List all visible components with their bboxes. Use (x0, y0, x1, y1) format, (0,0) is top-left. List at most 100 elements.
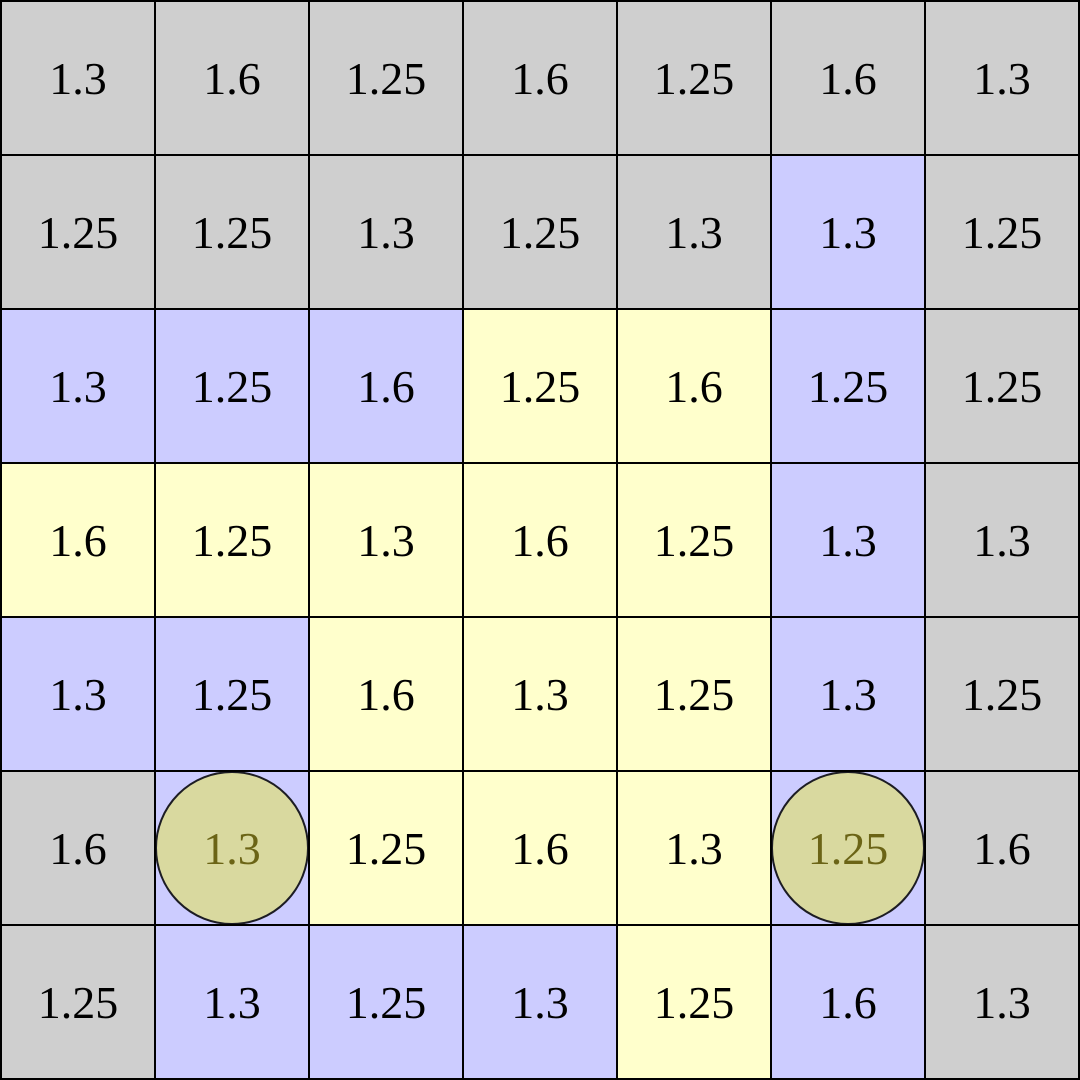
cell-value: 1.25 (961, 668, 1043, 720)
cell-value: 1.3 (49, 360, 107, 412)
cell-value: 1.25 (499, 360, 581, 412)
board-cell-r3-c4[interactable]: 1.25 (618, 464, 772, 618)
cell-value: 1.3 (511, 976, 569, 1028)
cell-value: 1.6 (49, 514, 107, 566)
cell-value: 1.3 (357, 206, 415, 258)
board-cell-r2-c1[interactable]: 1.25 (156, 310, 310, 464)
cell-value: 1.3 (511, 668, 569, 720)
board-cell-r0-c0[interactable]: 1.3 (2, 2, 156, 156)
board-cell-r0-c2[interactable]: 1.25 (310, 2, 464, 156)
board-cell-r0-c3[interactable]: 1.6 (464, 2, 618, 156)
cell-value: 1.25 (961, 360, 1043, 412)
cell-value: 1.6 (819, 52, 877, 104)
board-cell-r0-c4[interactable]: 1.25 (618, 2, 772, 156)
cell-value: 1.6 (819, 976, 877, 1028)
board-cell-r6-c3[interactable]: 1.3 (464, 926, 618, 1080)
board-cell-r2-c2[interactable]: 1.6 (310, 310, 464, 464)
board-cell-r4-c6[interactable]: 1.25 (926, 618, 1080, 772)
board-cell-r3-c3[interactable]: 1.6 (464, 464, 618, 618)
board-cell-r3-c1[interactable]: 1.25 (156, 464, 310, 618)
board-cell-r3-c2[interactable]: 1.3 (310, 464, 464, 618)
cell-value: 1.3 (819, 206, 877, 258)
board-cell-r5-c6[interactable]: 1.6 (926, 772, 1080, 926)
cell-value: 1.6 (511, 52, 569, 104)
game-piece[interactable] (155, 771, 309, 925)
cell-value: 1.25 (653, 976, 735, 1028)
cell-value: 1.3 (665, 822, 723, 874)
board-cell-r4-c5[interactable]: 1.3 (772, 618, 926, 772)
board-cell-r6-c6[interactable]: 1.3 (926, 926, 1080, 1080)
board-cell-r6-c2[interactable]: 1.25 (310, 926, 464, 1080)
board-cell-r5-c0[interactable]: 1.6 (2, 772, 156, 926)
cell-value: 1.25 (191, 206, 273, 258)
board-cell-r3-c6[interactable]: 1.3 (926, 464, 1080, 618)
cell-value: 1.6 (973, 822, 1031, 874)
game-piece[interactable] (771, 771, 925, 925)
board-cell-r1-c2[interactable]: 1.3 (310, 156, 464, 310)
board-cell-r6-c5[interactable]: 1.6 (772, 926, 926, 1080)
cell-value: 1.6 (357, 360, 415, 412)
cell-value: 1.25 (191, 668, 273, 720)
board-cell-r4-c1[interactable]: 1.25 (156, 618, 310, 772)
board-cell-r5-c1[interactable]: 1.3 (155, 771, 310, 926)
board-cell-r6-c1[interactable]: 1.3 (156, 926, 310, 1080)
cell-value: 1.25 (345, 976, 427, 1028)
board-cell-r1-c6[interactable]: 1.25 (926, 156, 1080, 310)
board-cell-r5-c5[interactable]: 1.25 (771, 771, 926, 926)
cell-value: 1.25 (37, 206, 119, 258)
board-cell-r6-c0[interactable]: 1.25 (2, 926, 156, 1080)
board-cell-r4-c0[interactable]: 1.3 (2, 618, 156, 772)
cell-value: 1.6 (203, 52, 261, 104)
board-cell-r2-c0[interactable]: 1.3 (2, 310, 156, 464)
board-cell-r2-c5[interactable]: 1.25 (772, 310, 926, 464)
board-cell-r3-c0[interactable]: 1.6 (2, 464, 156, 618)
board-cell-r4-c4[interactable]: 1.25 (618, 618, 772, 772)
board-cell-r5-c2[interactable]: 1.25 (310, 772, 464, 926)
cell-value: 1.6 (511, 822, 569, 874)
cell-value: 1.3 (49, 52, 107, 104)
board-cell-r1-c4[interactable]: 1.3 (618, 156, 772, 310)
cell-value: 1.3 (973, 514, 1031, 566)
board-cell-r0-c5[interactable]: 1.6 (772, 2, 926, 156)
board-cell-r6-c4[interactable]: 1.25 (618, 926, 772, 1080)
cell-value: 1.3 (665, 206, 723, 258)
cell-value: 1.25 (191, 514, 273, 566)
cell-value: 1.25 (191, 360, 273, 412)
cell-value: 1.3 (203, 976, 261, 1028)
cell-value: 1.6 (357, 668, 415, 720)
cell-value: 1.3 (973, 52, 1031, 104)
board-cell-r0-c1[interactable]: 1.6 (156, 2, 310, 156)
cell-value: 1.3 (49, 668, 107, 720)
cell-value: 1.6 (665, 360, 723, 412)
cell-value: 1.3 (973, 976, 1031, 1028)
board-cell-r5-c4[interactable]: 1.3 (618, 772, 772, 926)
cell-value: 1.25 (807, 360, 889, 412)
cell-value: 1.6 (49, 822, 107, 874)
board-cell-r1-c0[interactable]: 1.25 (2, 156, 156, 310)
board-cell-r0-c6[interactable]: 1.3 (926, 2, 1080, 156)
board-cell-r1-c5[interactable]: 1.3 (772, 156, 926, 310)
board-cell-r4-c3[interactable]: 1.3 (464, 618, 618, 772)
board-cell-r2-c4[interactable]: 1.6 (618, 310, 772, 464)
board-cell-r2-c6[interactable]: 1.25 (926, 310, 1080, 464)
board-cell-r3-c5[interactable]: 1.3 (772, 464, 926, 618)
board-cell-r2-c3[interactable]: 1.25 (464, 310, 618, 464)
cell-value: 1.25 (499, 206, 581, 258)
board-cell-r4-c2[interactable]: 1.6 (310, 618, 464, 772)
cell-value: 1.25 (807, 822, 889, 874)
cell-value: 1.25 (653, 668, 735, 720)
cell-value: 1.25 (37, 976, 119, 1028)
board-cell-r1-c1[interactable]: 1.25 (156, 156, 310, 310)
board-cell-r5-c3[interactable]: 1.6 (464, 772, 618, 926)
cell-value: 1.25 (653, 52, 735, 104)
cell-value: 1.25 (653, 514, 735, 566)
cell-value: 1.25 (345, 52, 427, 104)
cell-value: 1.3 (357, 514, 415, 566)
cell-value: 1.3 (819, 668, 877, 720)
cell-value: 1.25 (345, 822, 427, 874)
cell-value: 1.3 (203, 822, 261, 874)
cell-value: 1.3 (819, 514, 877, 566)
board-cell-r1-c3[interactable]: 1.25 (464, 156, 618, 310)
